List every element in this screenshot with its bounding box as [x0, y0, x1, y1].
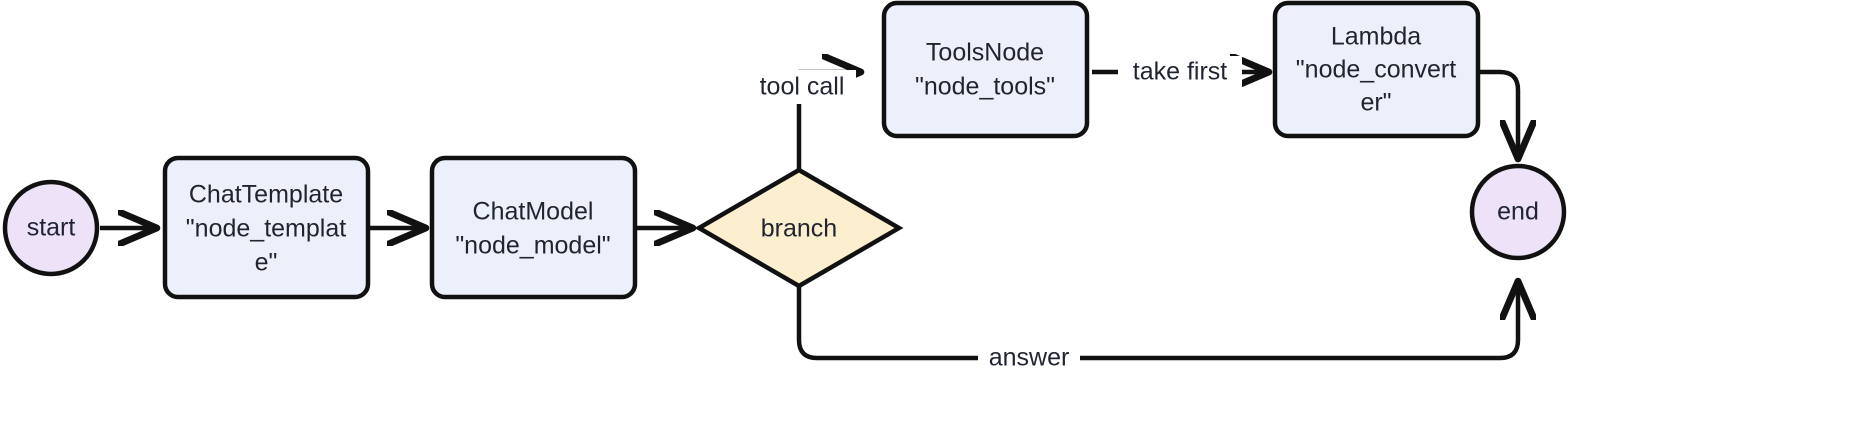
node-node-model-label-line2: "node_model"	[455, 232, 610, 260]
edge-node-converter-to-end	[1480, 69, 1518, 158]
edge-label-take-first-bg	[1118, 56, 1242, 90]
node-start-shape[interactable]	[2, 179, 100, 277]
node-node-tools-shape[interactable]	[881, 0, 1090, 139]
node-node-tools-label-line1: ToolsNode	[926, 39, 1044, 67]
node-node-template-label-line1: ChatTemplate	[189, 181, 343, 209]
node-branch-shape[interactable]	[694, 167, 904, 289]
node-start[interactable]: start	[2, 179, 100, 277]
node-end-shape[interactable]	[1469, 163, 1567, 261]
node-node-converter-label-line1: Lambda	[1331, 23, 1421, 51]
node-node-converter-shape[interactable]	[1272, 0, 1481, 139]
edge-label-tool-call-bg	[748, 70, 856, 104]
node-start-label: start	[27, 214, 76, 242]
node-node-template-label-line2: "node_templat	[186, 215, 346, 243]
node-branch[interactable]: branch	[694, 167, 904, 289]
edge-branch-to-end	[796, 282, 1518, 361]
node-node-converter-label-line2: "node_convert	[1296, 56, 1456, 84]
node-end[interactable]: end	[1469, 163, 1567, 261]
node-node-tools[interactable]: ToolsNode "node_tools"	[881, 0, 1090, 139]
edge-label-answer-bg	[978, 341, 1080, 375]
node-node-converter-label-line3: er"	[1360, 89, 1391, 117]
node-node-template-label-line3: e"	[255, 249, 278, 277]
node-node-model[interactable]: ChatModel "node_model"	[429, 155, 638, 300]
node-node-converter[interactable]: Lambda "node_convert er"	[1272, 0, 1481, 139]
node-node-template[interactable]: ChatTemplate "node_templat e"	[162, 155, 371, 300]
node-branch-label: branch	[761, 215, 837, 243]
node-node-model-shape[interactable]	[429, 155, 638, 300]
node-node-template-shape[interactable]	[162, 155, 371, 300]
node-end-label: end	[1497, 198, 1539, 226]
edge-label-take-first: take first	[1133, 58, 1228, 86]
node-node-tools-label-line2: "node_tools"	[915, 73, 1055, 101]
edge-label-answer: answer	[989, 344, 1070, 372]
edge-label-tool-call: tool call	[760, 73, 845, 101]
node-node-model-label-line1: ChatModel	[473, 198, 594, 226]
